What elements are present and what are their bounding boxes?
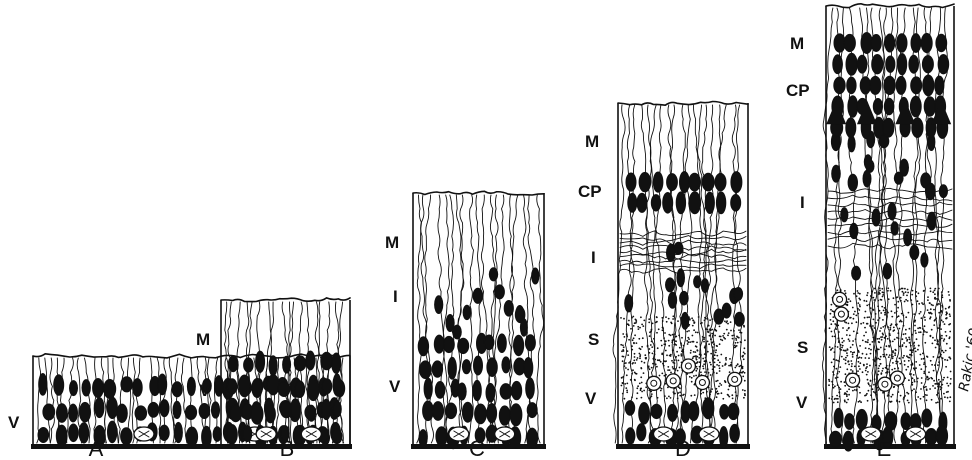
artist-signature: Rakic '69 [956,327,972,393]
panel-e-label-m: M [790,34,804,53]
panel-b-caption: B [280,436,295,460]
panel-a-caption: A [89,436,104,460]
panel-b-label-v: V [199,381,211,400]
panel-e-label-s: S [797,338,808,357]
panel-c-tissue [411,190,546,450]
panel-e-caption: E [877,436,892,460]
panel-d-label-v: V [585,389,597,408]
panel-c-label-m: M [385,233,399,252]
panel-e-label-v: V [796,393,808,412]
panel-b-tissue [219,296,352,449]
panel-c: M I V C [385,190,546,460]
panel-b-label-m: M [196,330,210,349]
panel-d-caption: D [675,436,691,460]
panel-d-label-m: M [585,132,599,151]
panel-d-label-s: S [588,330,599,349]
panel-d-label-cp: CP [578,182,602,201]
panel-c-label-i: I [393,287,398,306]
panel-d: M CP I S V D [578,100,750,460]
panel-e-label-cp: CP [786,81,810,100]
panel-d-tissue [612,100,750,449]
panel-e-tissue [822,2,956,452]
panel-e-label-i: I [800,193,805,212]
panel-a-label-v: V [8,413,20,432]
panel-c-caption: C [469,436,485,460]
panel-d-label-i: I [591,248,596,267]
panel-b: M V B [196,296,352,460]
panel-e: M CP I S V E [786,2,956,460]
panel-c-label-v: V [389,377,401,396]
